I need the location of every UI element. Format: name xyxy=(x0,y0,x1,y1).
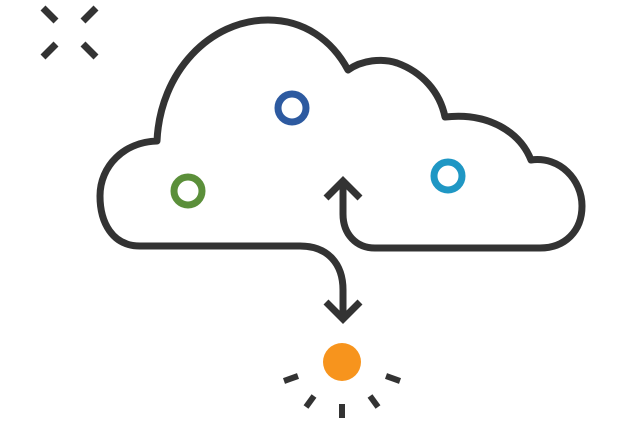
green-node-icon xyxy=(170,173,206,209)
sparkle-cross-icon xyxy=(40,5,99,60)
down-arrow-icon xyxy=(299,242,363,324)
teal-node-icon xyxy=(430,158,466,194)
sun-icon xyxy=(282,343,402,418)
loop-arrow-icon xyxy=(323,176,363,201)
blue-node-icon xyxy=(274,90,310,126)
cloud-icon xyxy=(96,16,586,252)
